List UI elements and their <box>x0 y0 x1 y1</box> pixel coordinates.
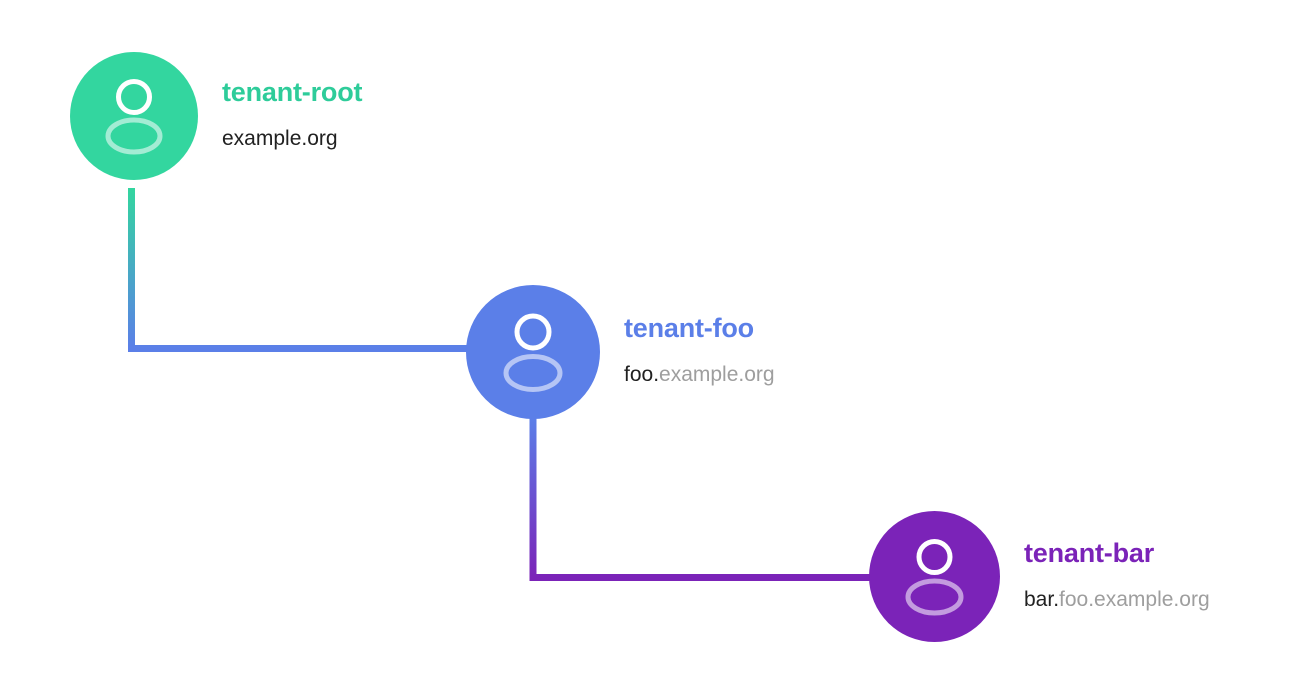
tenant-root-subtitle: example.org <box>222 128 362 149</box>
tenant-root-title: tenant-root <box>222 77 363 107</box>
tenant-bar-title: tenant-bar <box>1024 537 1155 568</box>
connector-foo-to-bar <box>529 418 872 581</box>
tenant-foo-title: tenant-foo <box>624 313 754 343</box>
connector-root-to-foo <box>128 188 468 352</box>
tenant-foo-subtitle-suffix: example.org <box>659 363 775 386</box>
tenant-bar-subtitle-prefix: bar. <box>1024 587 1060 611</box>
tenant-foo-text: tenant-foo foo.example.org <box>624 315 775 389</box>
node-tenant-bar[interactable]: tenant-bar bar.foo.example.org <box>869 511 1210 642</box>
tenant-foo-avatar[interactable] <box>466 285 600 419</box>
person-icon <box>105 79 163 155</box>
person-icon <box>905 539 964 616</box>
tenant-root-subtitle-prefix: example.org <box>222 127 338 150</box>
tenant-root-text: tenant-root example.org <box>222 79 362 153</box>
tenant-bar-subtitle-suffix: foo.example.org <box>1059 587 1210 611</box>
tenant-foo-subtitle: foo.example.org <box>624 364 775 385</box>
node-tenant-root[interactable]: tenant-root example.org <box>70 52 362 180</box>
tenant-bar-text: tenant-bar bar.foo.example.org <box>1024 537 1210 614</box>
tenant-bar-avatar[interactable] <box>869 511 1000 642</box>
tenant-bar-subtitle: bar.foo.example.org <box>1024 589 1210 610</box>
tenant-foo-subtitle-prefix: foo. <box>624 363 660 386</box>
node-tenant-foo[interactable]: tenant-foo foo.example.org <box>466 285 775 419</box>
person-icon <box>503 313 563 392</box>
tenant-root-avatar[interactable] <box>70 52 198 180</box>
